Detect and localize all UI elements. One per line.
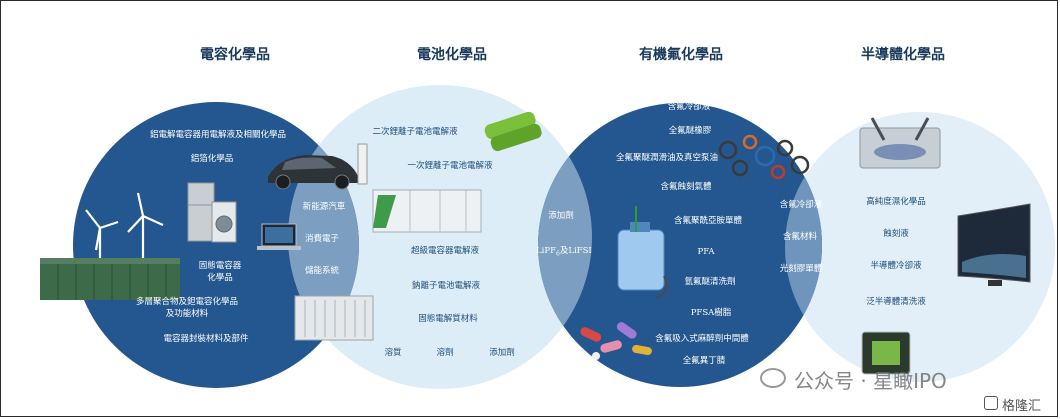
battery-cells-picture (484, 111, 542, 152)
application-item: 新能源汽車 (302, 202, 346, 212)
fluoro-item: 含氟冷卻液 (667, 102, 711, 112)
battery-item: 固態電解質材料 (418, 314, 478, 324)
monitor-picture (957, 203, 1031, 286)
overlap-item: 含氟材料 (782, 232, 818, 242)
wechat-watermark: 公众号 · 星瞰IPO (760, 366, 1030, 393)
semiconductor-item: 高純度濕化學品 (866, 197, 926, 207)
title-organofluorine-chemicals: 有機氟化學品 (639, 47, 723, 63)
laptop-picture (257, 223, 301, 250)
wafer-equipment-picture (859, 117, 941, 169)
title-battery-chemicals: 電池化學品 (417, 47, 487, 63)
overlap-item: 添加劑 (548, 211, 574, 221)
fluoro-item: 含氟蝕刻氣體 (660, 182, 712, 192)
fluoro-circle (538, 103, 822, 387)
fluoro-item: 全氟異丁腈 (682, 356, 726, 366)
battery-item: 二次鋰離子電池電解液 (372, 127, 458, 137)
fluoro-item: 含氟聚酰亞胺單體 (673, 216, 743, 226)
o-rings-picture (718, 134, 810, 180)
overlap-item: 光刻膠單體 (779, 264, 823, 274)
source-logo-icon (984, 396, 998, 410)
battery-item: 超級電容器電解液 (410, 246, 480, 256)
wind-turbine-picture (85, 192, 164, 262)
source-text: 格隆汇 (1002, 399, 1042, 414)
capsules-picture (580, 322, 652, 360)
capacitor-item: 鋁箔化學品 (190, 154, 234, 164)
title-semiconductor-chemicals: 半導體化學品 (861, 47, 945, 63)
battery-item: 溶劑 (436, 348, 454, 358)
semiconductor-item: 半導體冷卻液 (870, 261, 922, 271)
capacitor-item: 電容器封裝材料及部件 (163, 334, 249, 344)
battery-item: 溶質 (384, 348, 402, 358)
semiconductor-circle (785, 112, 1055, 382)
semiconductor-item: 泛半導體清洗液 (866, 297, 926, 307)
battery-item: 鈉離子電池電解液 (411, 281, 481, 291)
overlap-item-lipf6: LiPF6及LiFSI (536, 246, 592, 258)
capacitor-item: 多層聚合物及鉭電容化學品 (135, 297, 239, 307)
overlap-item: 含氟冷卻液 (779, 200, 823, 210)
fluoro-item: PFA (697, 247, 715, 257)
container-storage-picture (40, 258, 180, 300)
capacitor-item: 化學品 (207, 273, 233, 283)
capacitor-item: 固態電容器 (198, 261, 242, 271)
capacitor-item: 鋁電解電容器用電解液及相關化學品 (149, 130, 287, 140)
application-item: 消費電子 (304, 234, 340, 244)
fluoro-item: PFSA樹脂 (690, 308, 732, 318)
battery-item: 一次鋰離子電池電解液 (407, 161, 493, 171)
fluoro-item: 全氟聚醚潤滑油及真空泵油 (615, 153, 719, 163)
watermark-text: 公众号 · 星瞰IPO (794, 369, 947, 393)
capacitor-item: 及功能材料 (165, 309, 209, 319)
shipping-container-picture (294, 295, 374, 341)
wechat-icon (760, 368, 786, 388)
fluoro-item: 含氟吸入式麻醉劑中間體 (655, 334, 749, 344)
semiconductor-item: 蝕刻液 (883, 229, 909, 239)
sprayer-picture (617, 206, 668, 299)
battery-cabinet-picture (372, 189, 482, 233)
fluoro-item: 全氟醚橡膠 (668, 126, 712, 136)
battery-item: 添加劑 (489, 348, 515, 358)
title-capacitor-chemicals: 電容化學品 (200, 47, 270, 63)
appliances-picture (187, 182, 237, 243)
chip-picture (861, 331, 911, 375)
electric-car-picture (268, 143, 368, 190)
application-item: 儲能系統 (304, 266, 340, 276)
fluoro-item: 氫氟醚清洗劑 (684, 277, 736, 287)
